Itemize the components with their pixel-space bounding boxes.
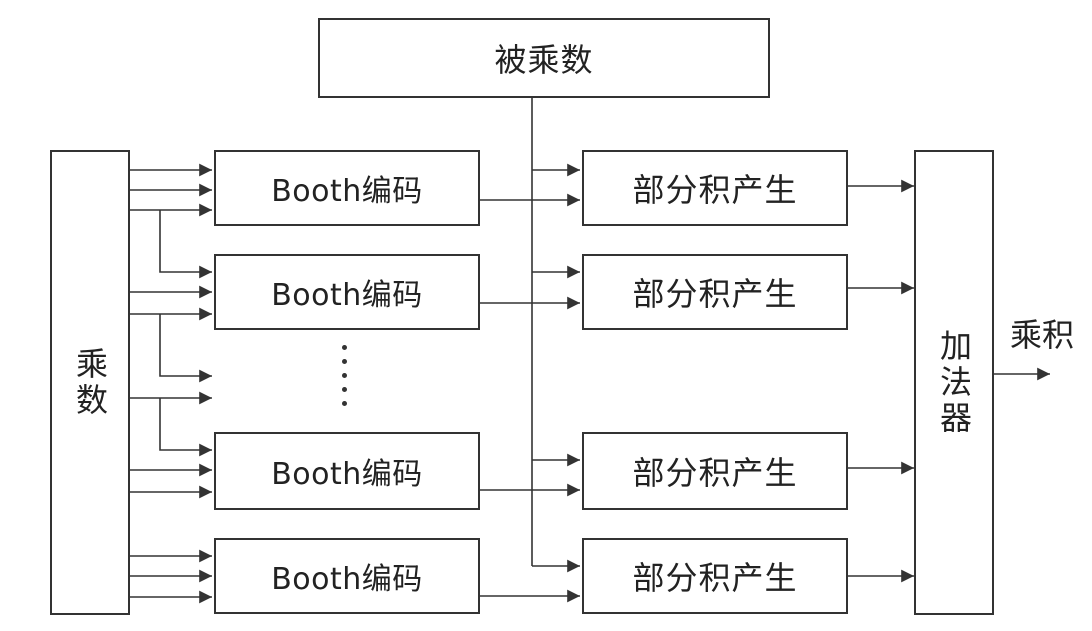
booth-encoder-1: Booth编码 xyxy=(214,150,480,226)
adder-box: 加法器 xyxy=(914,150,994,615)
multiplicand-box: 被乘数 xyxy=(318,18,770,98)
partial-product-label: 部分积产生 xyxy=(632,171,798,209)
booth-encoder-3: Booth编码 xyxy=(214,432,480,510)
product-output-label: 乘积 xyxy=(1010,316,1075,354)
partial-product-label: 部分积产生 xyxy=(632,454,798,492)
multiplier-label: 乘数 xyxy=(71,346,109,419)
wire xyxy=(159,210,212,279)
booth-encoder-label: Booth编码 xyxy=(271,562,423,597)
booth-encoder-label: Booth编码 xyxy=(271,278,423,313)
booth-encoder-4: Booth编码 xyxy=(214,538,480,614)
partial-product-label: 部分积产生 xyxy=(632,275,798,313)
partial-product-1: 部分积产生 xyxy=(582,150,848,226)
partial-product-2: 部分积产生 xyxy=(582,254,848,330)
ellipsis-dots xyxy=(339,345,349,415)
adder-label: 加法器 xyxy=(935,328,973,437)
partial-product-3: 部分积产生 xyxy=(582,432,848,510)
multiplicand-label: 被乘数 xyxy=(494,41,594,79)
booth-encoder-2: Booth编码 xyxy=(214,254,480,330)
multiplier-box: 乘数 xyxy=(50,150,130,615)
booth-encoder-label: Booth编码 xyxy=(271,174,423,209)
partial-product-4: 部分积产生 xyxy=(582,538,848,614)
wire xyxy=(159,314,212,383)
partial-product-label: 部分积产生 xyxy=(632,559,798,597)
wire xyxy=(159,398,212,457)
booth-encoder-label: Booth编码 xyxy=(271,457,423,492)
